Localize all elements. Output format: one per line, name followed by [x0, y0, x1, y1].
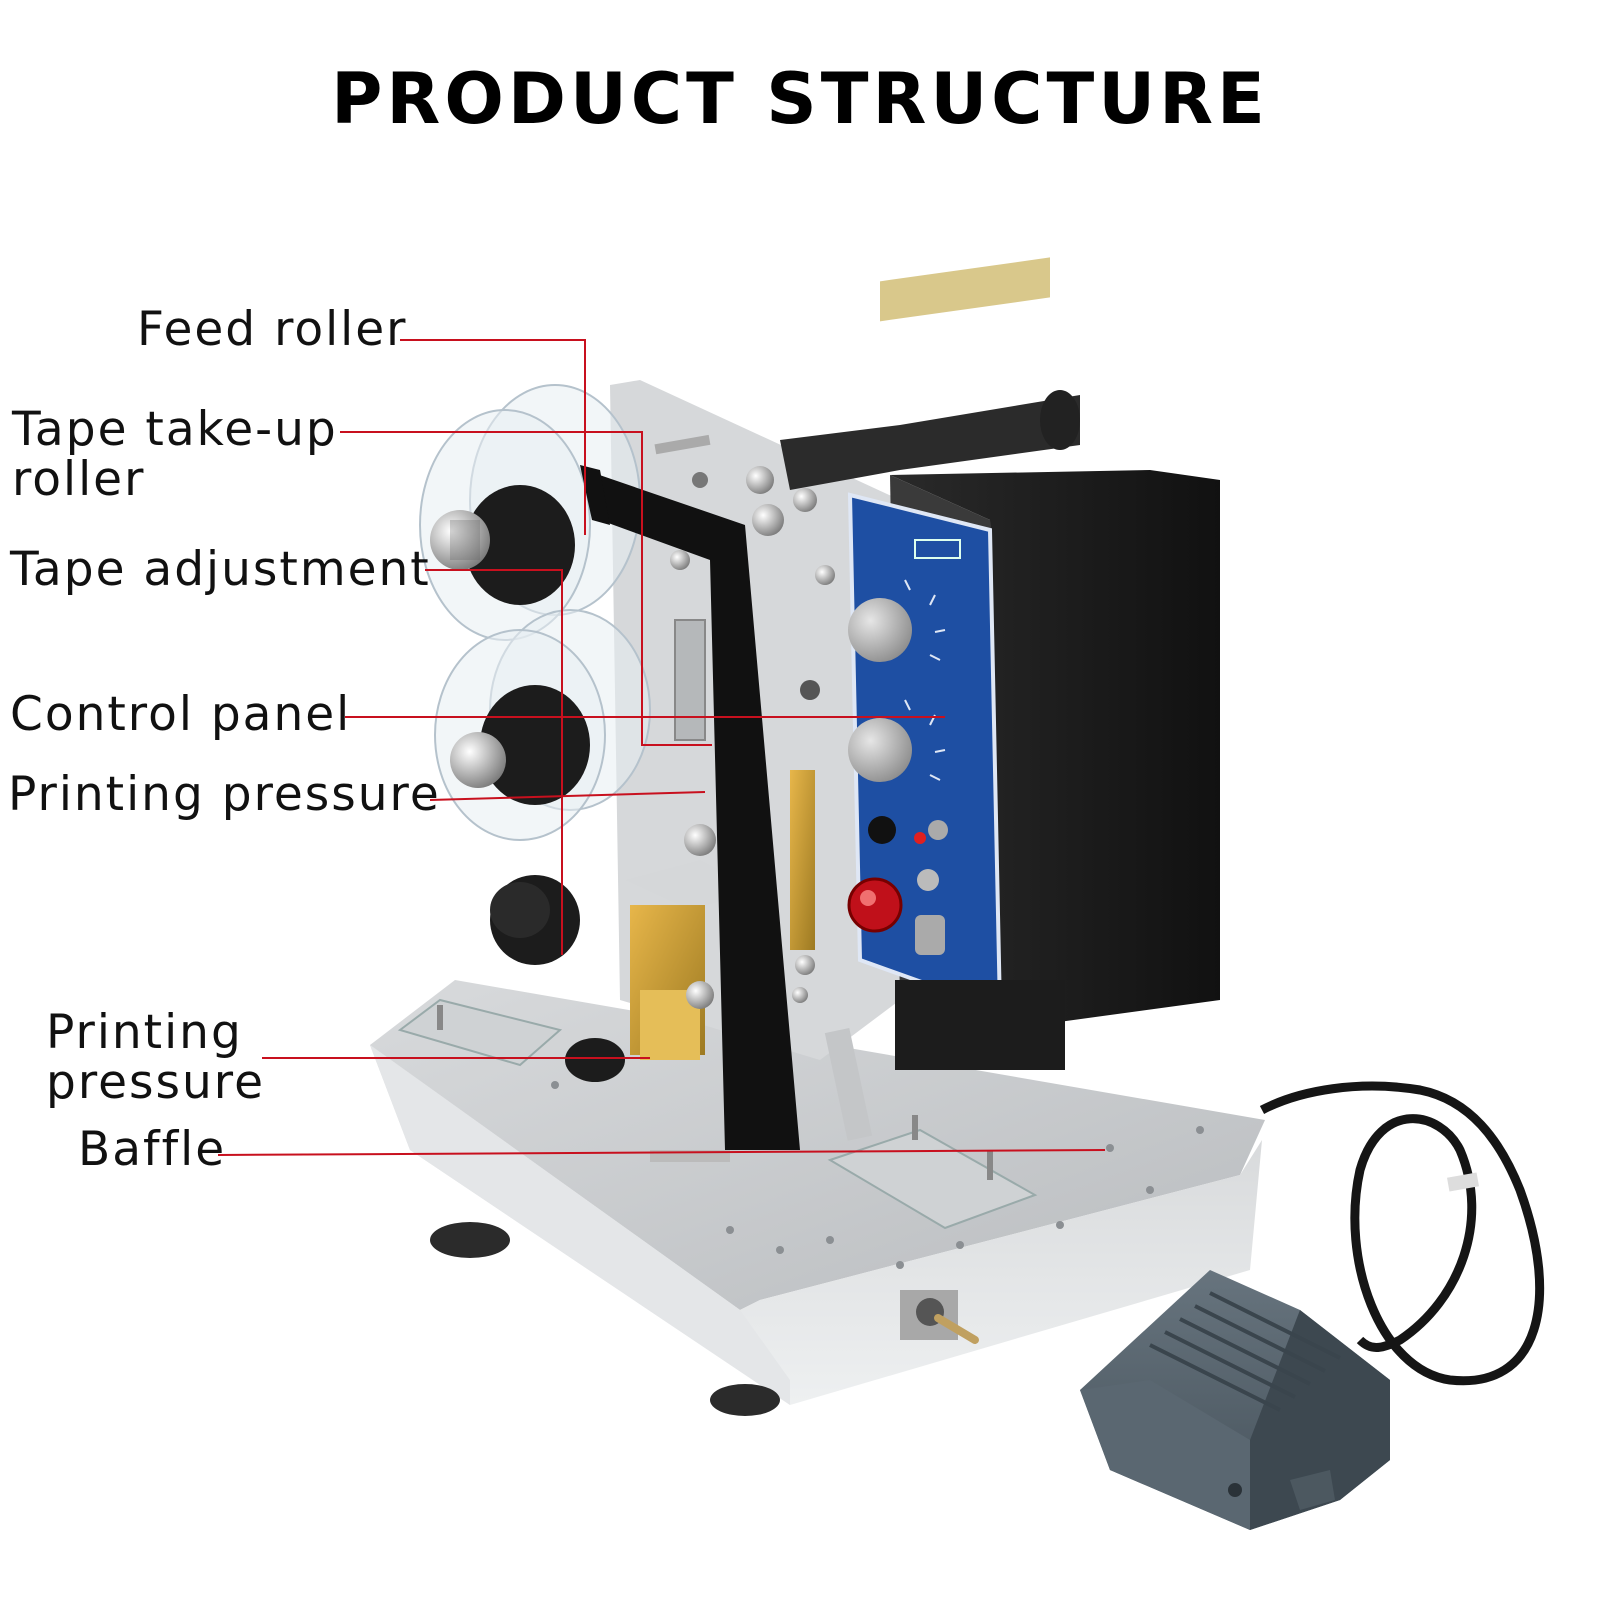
motor: [780, 257, 1080, 490]
foot-pedal-illustration: [1080, 1270, 1390, 1530]
bolts: [670, 466, 835, 1003]
page-title: PRODUCT STRUCTURE: [331, 58, 1269, 140]
control-box: [847, 470, 1220, 1030]
label-printing-pressure-2: Printing pressure: [46, 1008, 265, 1108]
label-feed-roller: Feed roller: [137, 302, 408, 357]
leader-baffle: [217, 1149, 1106, 1156]
label-tape-takeup-line1: Tape take-up: [12, 402, 338, 457]
label-tape-adjustment: Tape adjustment: [10, 542, 431, 597]
label-printing-pressure-2-line1: Printing: [46, 1005, 243, 1060]
ribbon-tape: [580, 465, 800, 1150]
leader-tape-adjustment: [425, 569, 563, 955]
leader-printing-pressure: [429, 791, 706, 801]
pedal-cable: [1259, 1081, 1545, 1386]
leader-tape-takeup-roller: [340, 431, 712, 746]
label-tape-takeup-line2: roller: [12, 452, 146, 507]
label-printing-pressure-2-line2: pressure: [46, 1055, 266, 1110]
label-printing-pressure: Printing pressure: [8, 767, 441, 822]
label-baffle: Baffle: [78, 1122, 227, 1177]
leader-feed-roller: [400, 339, 586, 535]
label-control-panel: Control panel: [10, 687, 352, 742]
label-tape-takeup-roller: Tape take-up roller: [12, 405, 338, 505]
